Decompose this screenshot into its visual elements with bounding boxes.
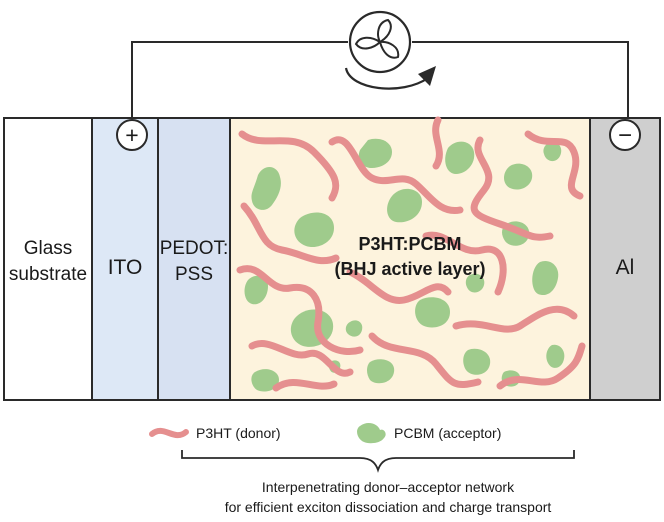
legend: P3HT (donor) PCBM (acceptor) <box>149 423 501 444</box>
caption-line1: Interpenetrating donor–acceptor network <box>262 479 515 495</box>
clockwise-arrow-icon <box>344 66 436 90</box>
pcbm-blob <box>415 297 450 328</box>
external-circuit-wire <box>131 41 629 118</box>
p3ht-chain <box>496 342 586 390</box>
pcbm-blob <box>251 166 281 210</box>
pcbm-acceptor-domains <box>244 138 565 392</box>
ito-layer <box>91 117 159 401</box>
p3ht-chain <box>346 268 452 304</box>
pcbm-blob <box>546 344 565 368</box>
pcbm-blob <box>358 138 392 168</box>
negative-terminal-icon: − <box>609 119 641 151</box>
pcbm-blob <box>251 369 279 392</box>
ito-label: ITO <box>108 256 143 279</box>
p3ht-chain <box>238 130 340 202</box>
p3ht-chain <box>470 136 554 241</box>
glass-label-line2: substrate <box>9 264 87 285</box>
p3ht-legend-label: P3HT (donor) <box>196 425 281 441</box>
p3ht-chain <box>248 340 354 377</box>
pcbm-legend-swatch <box>357 423 386 444</box>
pcbm-blob <box>465 273 485 293</box>
pcbm-blob <box>294 212 334 248</box>
pcbm-blob <box>244 275 268 305</box>
p3ht-chain <box>368 332 482 389</box>
pedot-label-line1: PEDOT: <box>160 238 229 259</box>
pedot-label-line2: PSS <box>175 264 213 285</box>
svg-text:+: + <box>125 122 138 148</box>
p3ht-chain <box>432 116 443 170</box>
pcbm-blob <box>387 188 422 223</box>
svg-text:−: − <box>618 122 632 149</box>
p3ht-donor-chains <box>236 116 586 392</box>
pcbm-blob <box>463 348 491 375</box>
active-layer-title-line1: P3HT:PCBM <box>358 234 461 254</box>
al-cathode-layer <box>589 117 661 401</box>
al-label: Al <box>616 256 635 279</box>
p3ht-chain <box>240 202 340 265</box>
p3ht-chain <box>328 136 464 215</box>
glass-label-line1: Glass <box>24 238 73 259</box>
glass-substrate-layer <box>3 117 93 401</box>
pedot-pss-layer <box>157 117 231 401</box>
pcbm-blob <box>543 141 562 162</box>
positive-terminal-icon: + <box>116 119 148 151</box>
caption-line2: for efficient exciton dissociation and c… <box>225 499 552 515</box>
active-layer-title-line2: (BHJ active layer) <box>334 259 485 279</box>
p3ht-chain <box>236 265 364 355</box>
p3ht-chain <box>422 231 507 296</box>
pcbm-blob <box>532 260 559 296</box>
pcbm-blob <box>345 320 363 337</box>
p3ht-chain <box>452 305 578 333</box>
pcbm-blob <box>504 163 533 190</box>
p3ht-chain <box>272 379 338 392</box>
fan-load-icon <box>348 10 412 74</box>
p3ht-chain <box>524 130 584 200</box>
pcbm-legend-label: PCBM (acceptor) <box>394 425 501 441</box>
p3ht-legend-swatch <box>149 427 189 439</box>
pcbm-blob <box>445 141 475 174</box>
pcbm-blob <box>367 359 395 384</box>
grouping-brace <box>181 450 575 473</box>
